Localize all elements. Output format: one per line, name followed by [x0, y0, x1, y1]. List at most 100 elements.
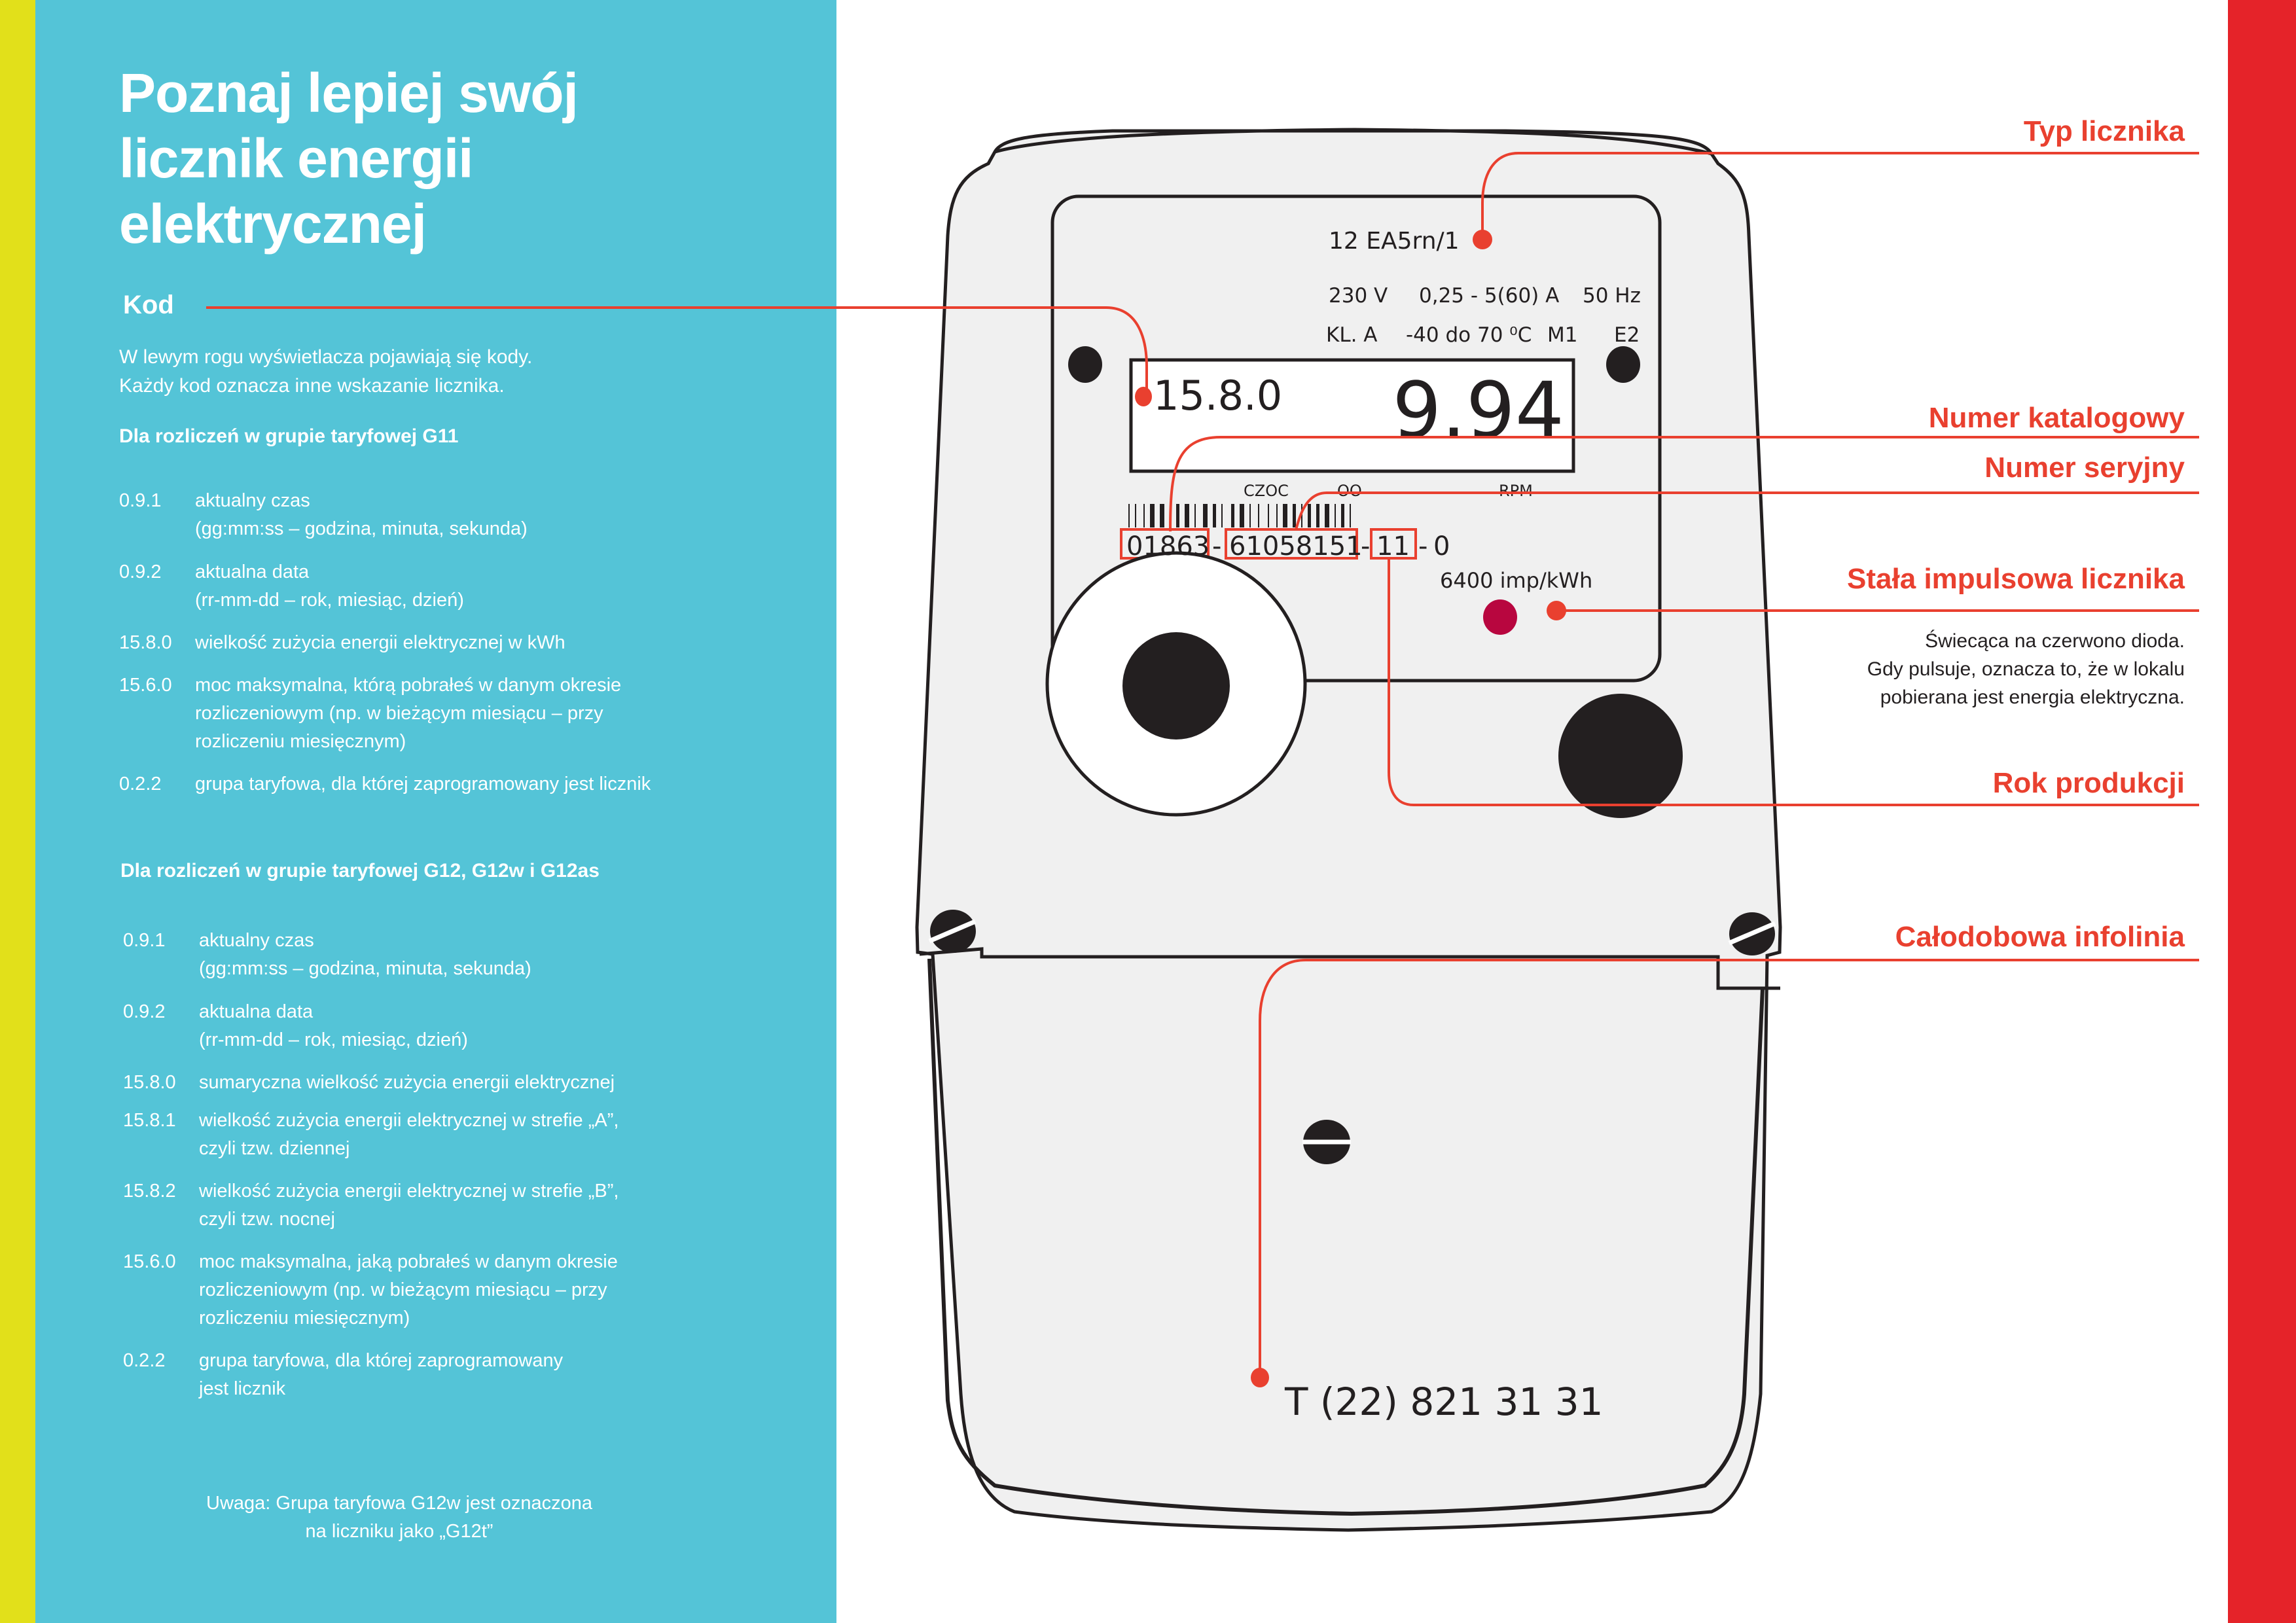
code-desc: sumaryczna wielkość zużycia energii elek… — [199, 1072, 615, 1093]
code-key: 15.6.0 — [123, 1251, 176, 1272]
meter-m1: M1 — [1547, 323, 1577, 347]
g12-heading: Dla rozliczeń w grupie taryfowej G12, G1… — [120, 860, 600, 882]
code-row: 15.8.0 sumaryczna wielkość zużycia energi… — [123, 1069, 619, 1097]
serial-number-box — [1225, 528, 1358, 560]
phone-number: T (22) 821 31 31 — [1284, 1380, 1604, 1424]
barcode-bar — [1176, 504, 1179, 527]
screw-icon — [1728, 912, 1776, 955]
optical-port-center — [1122, 632, 1230, 740]
label-czoc: CZOC — [1244, 482, 1289, 500]
code-key: 15.8.0 — [123, 1072, 176, 1093]
display-value: 9.94 — [1392, 365, 1564, 455]
barcode-bar — [1249, 504, 1251, 527]
meter-temp-range: -40 do 70 ⁰C — [1406, 323, 1532, 347]
barcode-bar — [1335, 504, 1336, 527]
barcode-bar — [1341, 504, 1344, 527]
barcode-bar — [1203, 504, 1208, 527]
code-row: 15.6.0 moc maksymalna, którą pobrałeś w d… — [119, 671, 651, 756]
code-row: 15.6.0 moc maksymalna, jaką pobrałeś w da… — [123, 1248, 619, 1332]
code-row: 0.2.2 grupa taryfowa, dla której zaprogra… — [119, 770, 651, 798]
callout-line-seryjny — [1295, 491, 2199, 531]
serial-number: 61058151 — [1229, 531, 1363, 562]
callout-line-rok — [1388, 558, 2199, 806]
code-key: 15.6.0 — [119, 675, 172, 696]
barcode-bar — [1194, 504, 1196, 527]
code-desc: aktualny czas (gg:mm:ss – godzina, minut… — [195, 490, 528, 539]
intro-line: Każdy kod oznacza inne wskazanie licznik… — [119, 375, 505, 397]
title-line: elektrycznej — [119, 193, 427, 255]
code-desc: grupa taryfowa, dla której zaprogramowan… — [199, 1350, 564, 1399]
label-oo: OO — [1337, 482, 1362, 500]
barcode — [1128, 504, 1351, 527]
production-year-box — [1370, 528, 1417, 560]
code-desc: grupa taryfowa, dla której zaprogramowan… — [195, 774, 651, 794]
callout-dot-infolinia — [1251, 1368, 1269, 1387]
production-year: 11 — [1376, 531, 1410, 562]
led-indicator — [1483, 599, 1517, 635]
barcode-bar — [1283, 504, 1287, 527]
suffix: 0 — [1433, 531, 1450, 562]
separator: - — [1418, 531, 1427, 562]
meter-top-ridge — [994, 128, 1712, 156]
code-key: 0.2.2 — [119, 774, 162, 794]
title-line: licznik energii — [119, 128, 474, 189]
callout-rok-produkcji: Rok produkcji — [1992, 767, 2185, 799]
barcode-bar — [1135, 504, 1136, 527]
barcode-bar — [1258, 504, 1259, 527]
yellow-accent-band — [0, 0, 35, 1623]
code-row: 0.9.1 aktualny czas (gg:mm:ss – godzina, … — [123, 927, 619, 983]
g11-heading: Dla rozliczeń w grupie taryfowej G11 — [119, 425, 459, 447]
code-desc: wielkość zużycia energii elektrycznej w … — [195, 632, 565, 653]
code-desc: moc maksymalna, jaką pobrałeś w danym ok… — [199, 1251, 618, 1329]
barcode-bar — [1213, 504, 1216, 527]
code-key: 0.9.1 — [123, 930, 166, 951]
meter-class: KL. A — [1326, 323, 1378, 347]
code-row: 0.9.1 aktualny czas (gg:mm:ss – godzina, … — [119, 487, 651, 543]
callout-dot-kod — [1135, 387, 1152, 406]
callout-line-kod — [206, 306, 1148, 396]
separator: - — [1212, 531, 1221, 562]
barcode-bar — [1231, 504, 1234, 527]
callout-typ-licznika: Typ licznika — [2023, 115, 2185, 147]
code-desc: aktualny czas (gg:mm:ss – godzina, minut… — [199, 930, 531, 979]
code-key: 0.9.2 — [119, 562, 162, 582]
barcode-bar — [1316, 504, 1319, 527]
lcd-display — [1129, 358, 1575, 473]
meter-voltage: 230 V — [1329, 284, 1388, 308]
barcode-bar — [1276, 504, 1278, 527]
barcode-bar — [1308, 504, 1311, 527]
code-key: 0.9.1 — [119, 490, 162, 511]
callout-stala-impulsowa: Stała impulsowa licznika — [1847, 563, 2185, 595]
callout-dot-stala — [1547, 601, 1566, 620]
barcode-bar — [1128, 504, 1130, 527]
barcode-bar — [1160, 504, 1164, 527]
barcode-bar — [1185, 504, 1189, 527]
code-row: 0.9.2 aktualna data (rr-mm-dd – rok, mies… — [123, 998, 619, 1054]
code-desc: moc maksymalna, którą pobrałeś w danym o… — [195, 675, 622, 752]
callout-line-infolinia — [1259, 959, 2199, 1373]
barcode-bar — [1350, 504, 1351, 527]
button — [1558, 694, 1683, 818]
callout-lines — [206, 152, 2199, 1373]
meter-current: 0,25 - 5(60) A — [1419, 284, 1559, 308]
tariff-note: Uwaga: Grupa taryfowa G12w jest oznaczon… — [206, 1493, 592, 1542]
g11-code-list: 0.9.1 aktualny czas (gg:mm:ss – godzina, … — [119, 487, 651, 798]
intro-line: W lewym rogu wyświetlacza pojawiają się … — [119, 346, 533, 368]
callout-stala-description: Świecąca na czerwono dioda. Gdy pulsuje,… — [1867, 630, 2185, 708]
code-key: 0.9.2 — [123, 1001, 166, 1022]
code-desc: wielkość zużycia energii elektrycznej w … — [199, 1181, 619, 1230]
meter-type: 12 EA5rn/1 — [1329, 228, 1460, 255]
code-key: 15.8.0 — [119, 632, 172, 653]
meter-e2: E2 — [1614, 323, 1640, 347]
kod-intro: W lewym rogu wyświetlacza pojawiają się … — [119, 343, 532, 401]
impulse-constant: 6400 imp/kWh — [1440, 568, 1592, 593]
separator: - — [1361, 531, 1370, 562]
callout-numer-seryjny: Numer seryjny — [1984, 452, 2185, 484]
callout-infolinia: Całodobowa infolinia — [1895, 921, 2185, 953]
code-desc: aktualna data (rr-mm-dd – rok, miesiąc, … — [199, 1001, 468, 1050]
meter-frequency: 50 Hz — [1583, 284, 1641, 308]
